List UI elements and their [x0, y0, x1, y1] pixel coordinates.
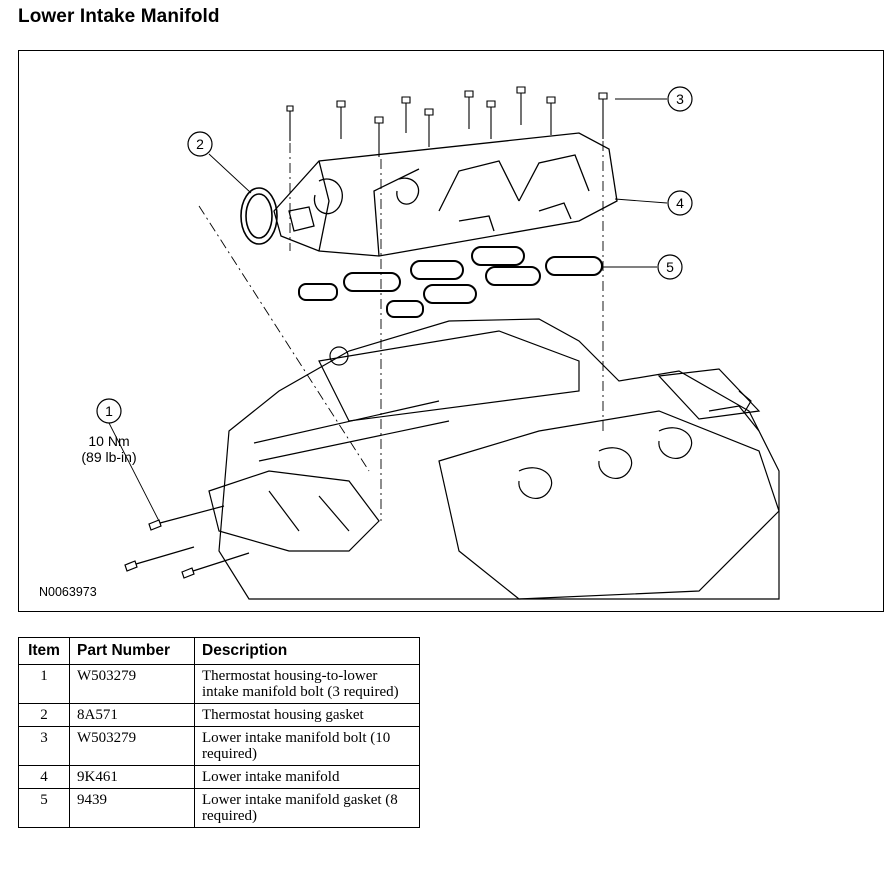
lower-intake-manifold: [273, 132, 618, 257]
callout-1-circle: [96, 398, 122, 424]
callout-5-number: 5: [666, 259, 674, 275]
table-row: 2 8A571 Thermostat housing gasket: [18, 703, 420, 727]
cell-item: 5: [18, 788, 70, 828]
table-row: 4 9K461 Lower intake manifold: [18, 765, 420, 789]
callout-4-circle: [667, 190, 693, 216]
header-item: Item: [18, 637, 70, 665]
cell-description: Thermostat housing-to-lower intake manif…: [194, 664, 420, 704]
cell-description: Thermostat housing gasket: [194, 703, 420, 727]
table-row: 5 9439 Lower intake manifold gasket (8 r…: [18, 788, 420, 828]
callout-3-circle: [667, 86, 693, 112]
cell-description: Lower intake manifold: [194, 765, 420, 789]
cell-part-number: 9K461: [69, 765, 195, 789]
intake-gaskets: [298, 246, 603, 318]
callout-4-number: 4: [676, 195, 684, 211]
callout-3-number: 3: [676, 91, 684, 107]
page-title: Lower Intake Manifold: [18, 6, 220, 27]
table-row: 3 W503279 Lower intake manifold bolt (10…: [18, 726, 420, 766]
callout-5-circle: [657, 254, 683, 280]
parts-table: Item Part Number Description 1 W503279 T…: [18, 637, 420, 828]
illustration-drawing: 1 2 3 4 5 10 Nm (89 lb-in): [81, 86, 780, 600]
cell-part-number: W503279: [69, 664, 195, 704]
callout-2-number: 2: [196, 136, 204, 152]
engine-assembly: [208, 318, 780, 600]
figure-id: N0063973: [39, 585, 97, 599]
torque-nm-label: 10 Nm: [88, 433, 129, 449]
callout-2-circle: [187, 131, 213, 157]
cell-part-number: W503279: [69, 726, 195, 766]
cell-item: 3: [18, 726, 70, 766]
cell-item: 2: [18, 703, 70, 727]
header-description: Description: [194, 637, 420, 665]
cell-item: 4: [18, 765, 70, 789]
cell-description: Lower intake manifold gasket (8 required…: [194, 788, 420, 828]
cell-part-number: 8A571: [69, 703, 195, 727]
callout-1-number: 1: [105, 403, 113, 419]
manifold-bolts: [286, 86, 608, 157]
torque-lbin-label: (89 lb-in): [81, 449, 136, 465]
thermostat-bolts: [124, 505, 250, 579]
header-part-number: Part Number: [69, 637, 195, 665]
cell-description: Lower intake manifold bolt (10 required): [194, 726, 420, 766]
cell-item: 1: [18, 664, 70, 704]
cell-part-number: 9439: [69, 788, 195, 828]
table-header-row: Item Part Number Description: [18, 637, 420, 665]
thermostat-housing-gasket: [240, 187, 278, 245]
table-row: 1 W503279 Thermostat housing-to-lower in…: [18, 664, 420, 704]
exploded-view-illustration: 1 2 3 4 5 10 Nm (89 lb-in) N0063973: [18, 50, 884, 612]
